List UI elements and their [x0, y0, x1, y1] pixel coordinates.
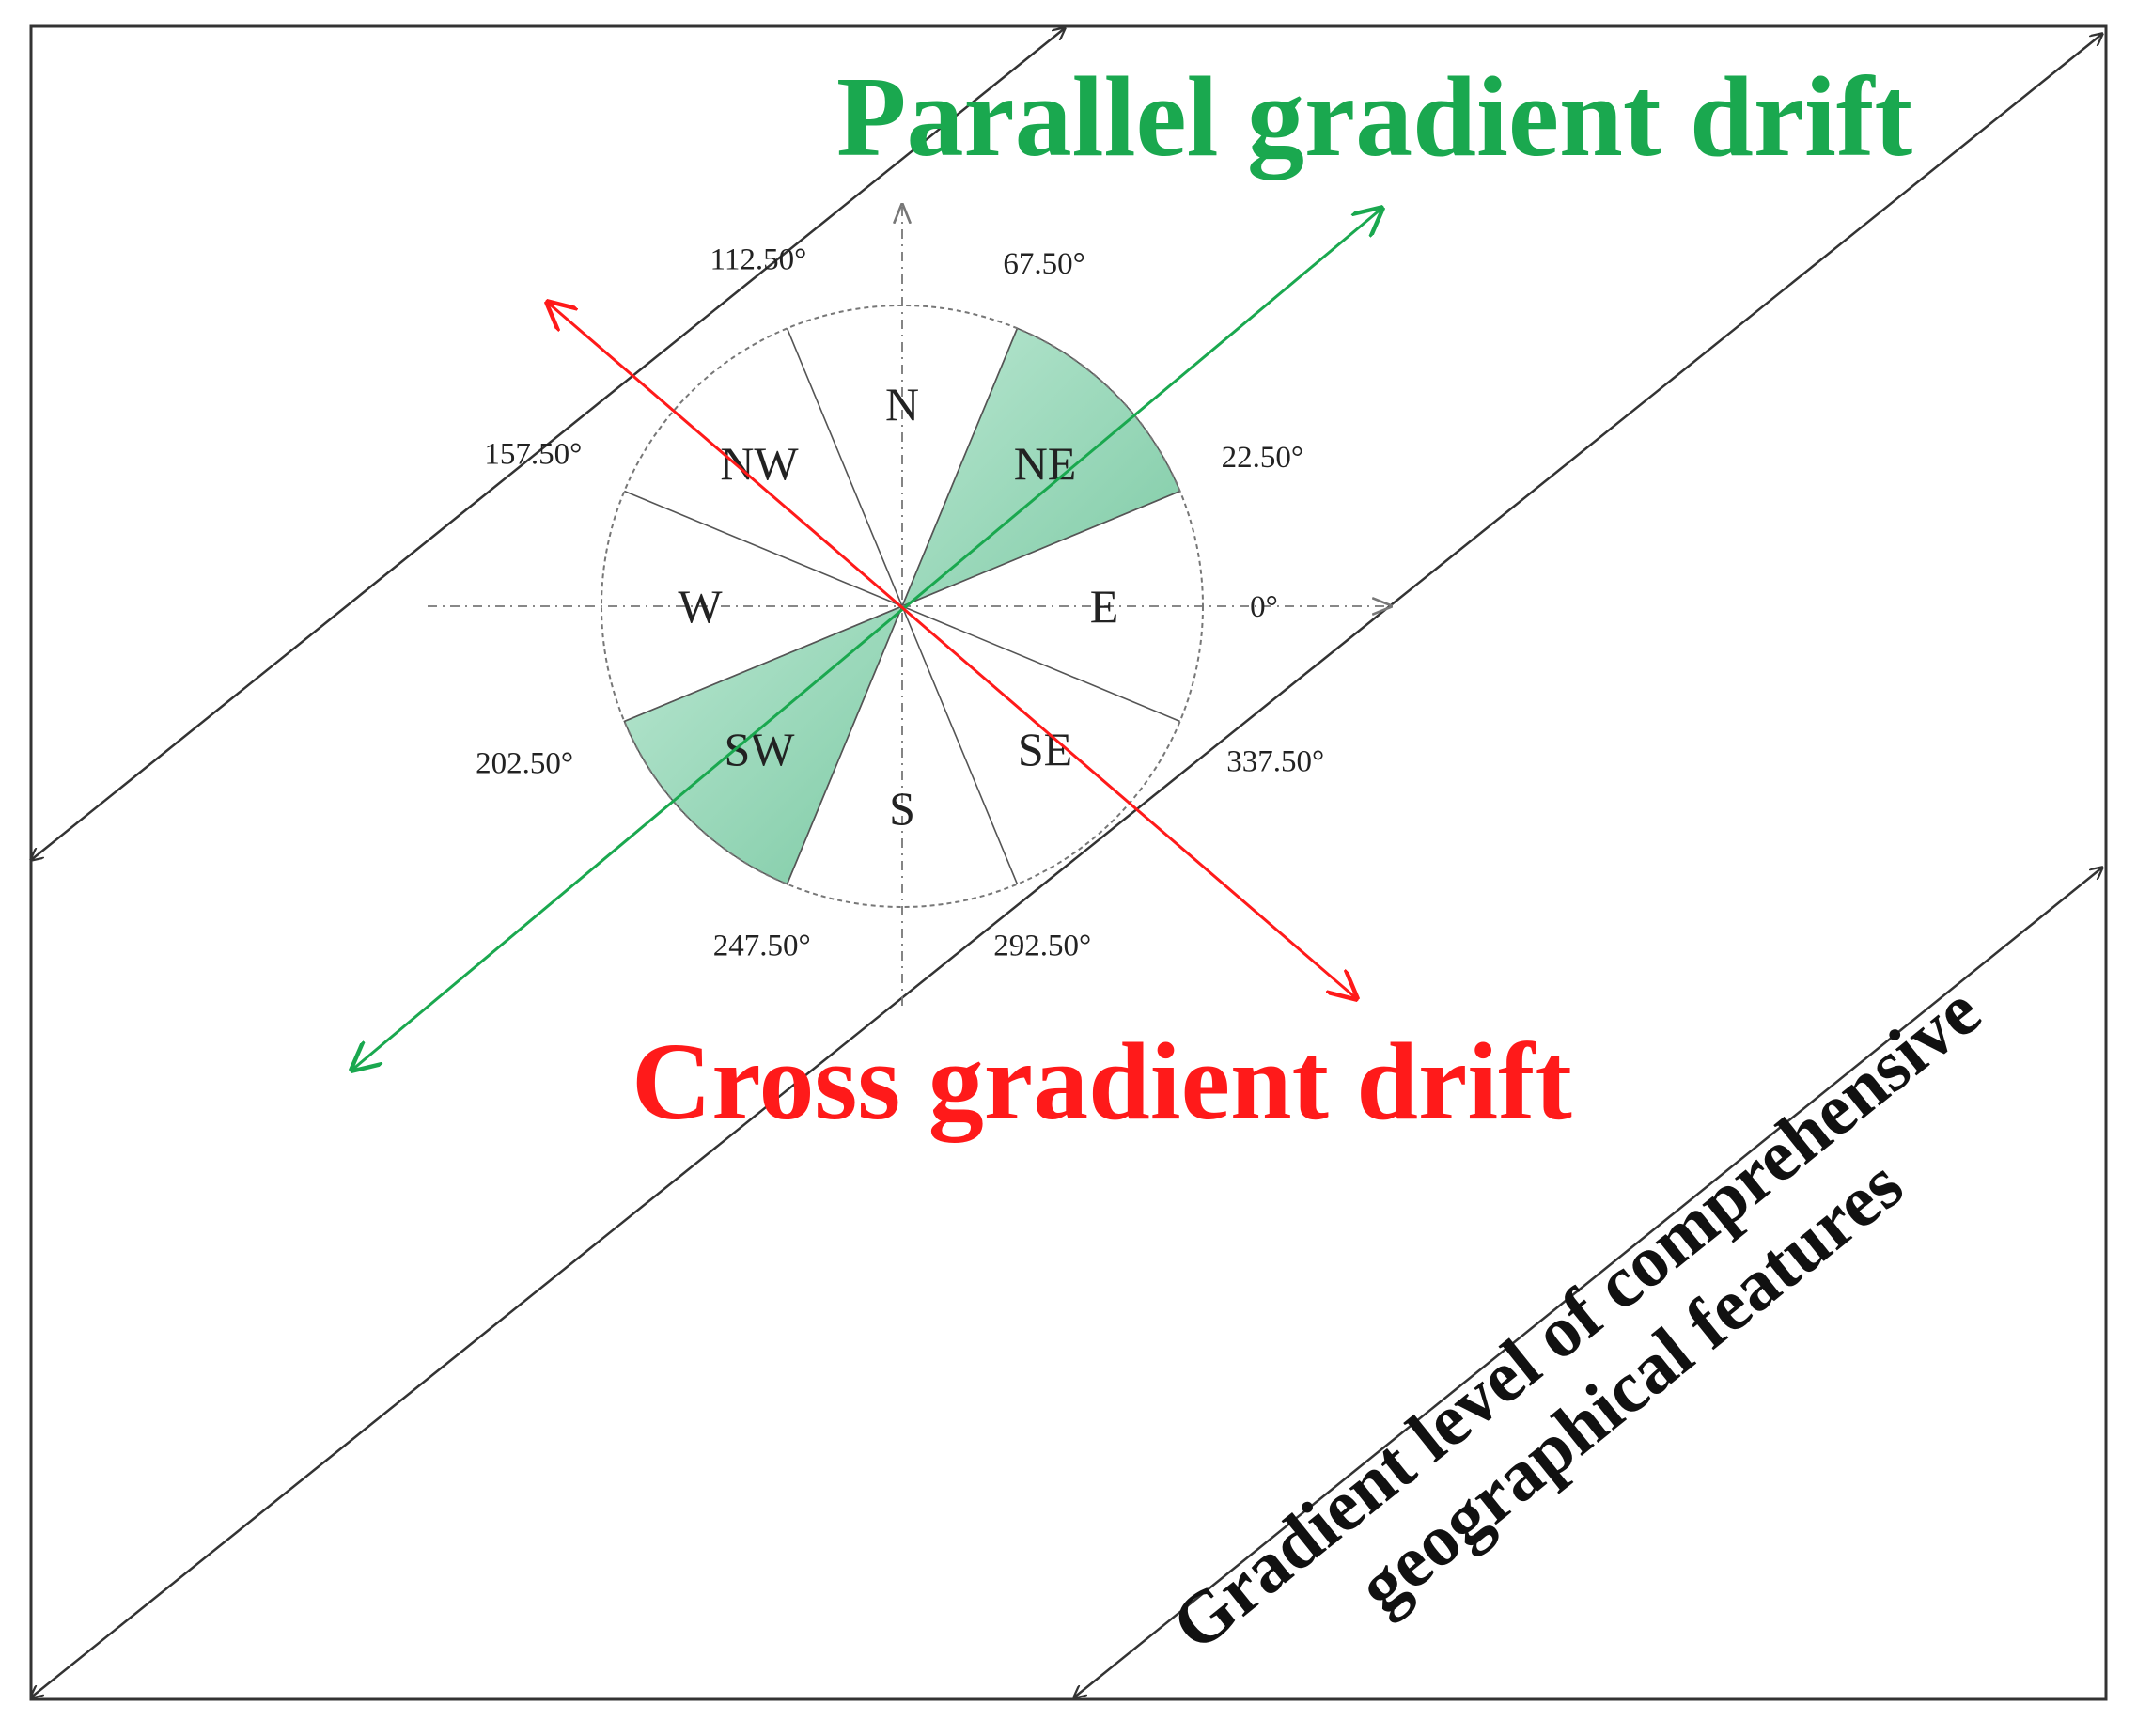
angle-label: 67.50° — [1003, 247, 1084, 281]
sector-label-s: S — [889, 782, 915, 835]
sector-label-e: E — [1090, 580, 1119, 633]
cross-gradient-drift-title: Cross gradient drift — [632, 1020, 1572, 1143]
parallel-drift-arrow — [352, 209, 1381, 1070]
angle-label: 292.50° — [993, 929, 1091, 962]
angle-label: 0° — [1250, 590, 1278, 624]
parallel-gradient-drift-title: Parallel gradient drift — [836, 54, 1913, 180]
angle-label: 337.50° — [1226, 745, 1324, 779]
sector-label-n: N — [885, 378, 919, 430]
sector-label-ne: NE — [1014, 437, 1077, 490]
angle-label: 202.50° — [476, 746, 573, 780]
sector-label-nw: NW — [720, 437, 799, 490]
compass-spoke — [901, 605, 1180, 723]
sector-label-w: W — [678, 580, 723, 633]
gradient-arrow-3 — [1074, 868, 2102, 1697]
angle-label: 247.50° — [713, 929, 811, 962]
angle-label: 112.50° — [710, 242, 807, 276]
angle-label: 22.50° — [1222, 441, 1303, 475]
gradient-arrow-2 — [31, 34, 2102, 1697]
compass-spoke — [901, 605, 1019, 884]
angle-label: 157.50° — [484, 437, 582, 471]
compass-spoke — [624, 490, 903, 607]
compass-spoke — [786, 328, 903, 607]
cross-drift-arrow — [548, 303, 1356, 998]
